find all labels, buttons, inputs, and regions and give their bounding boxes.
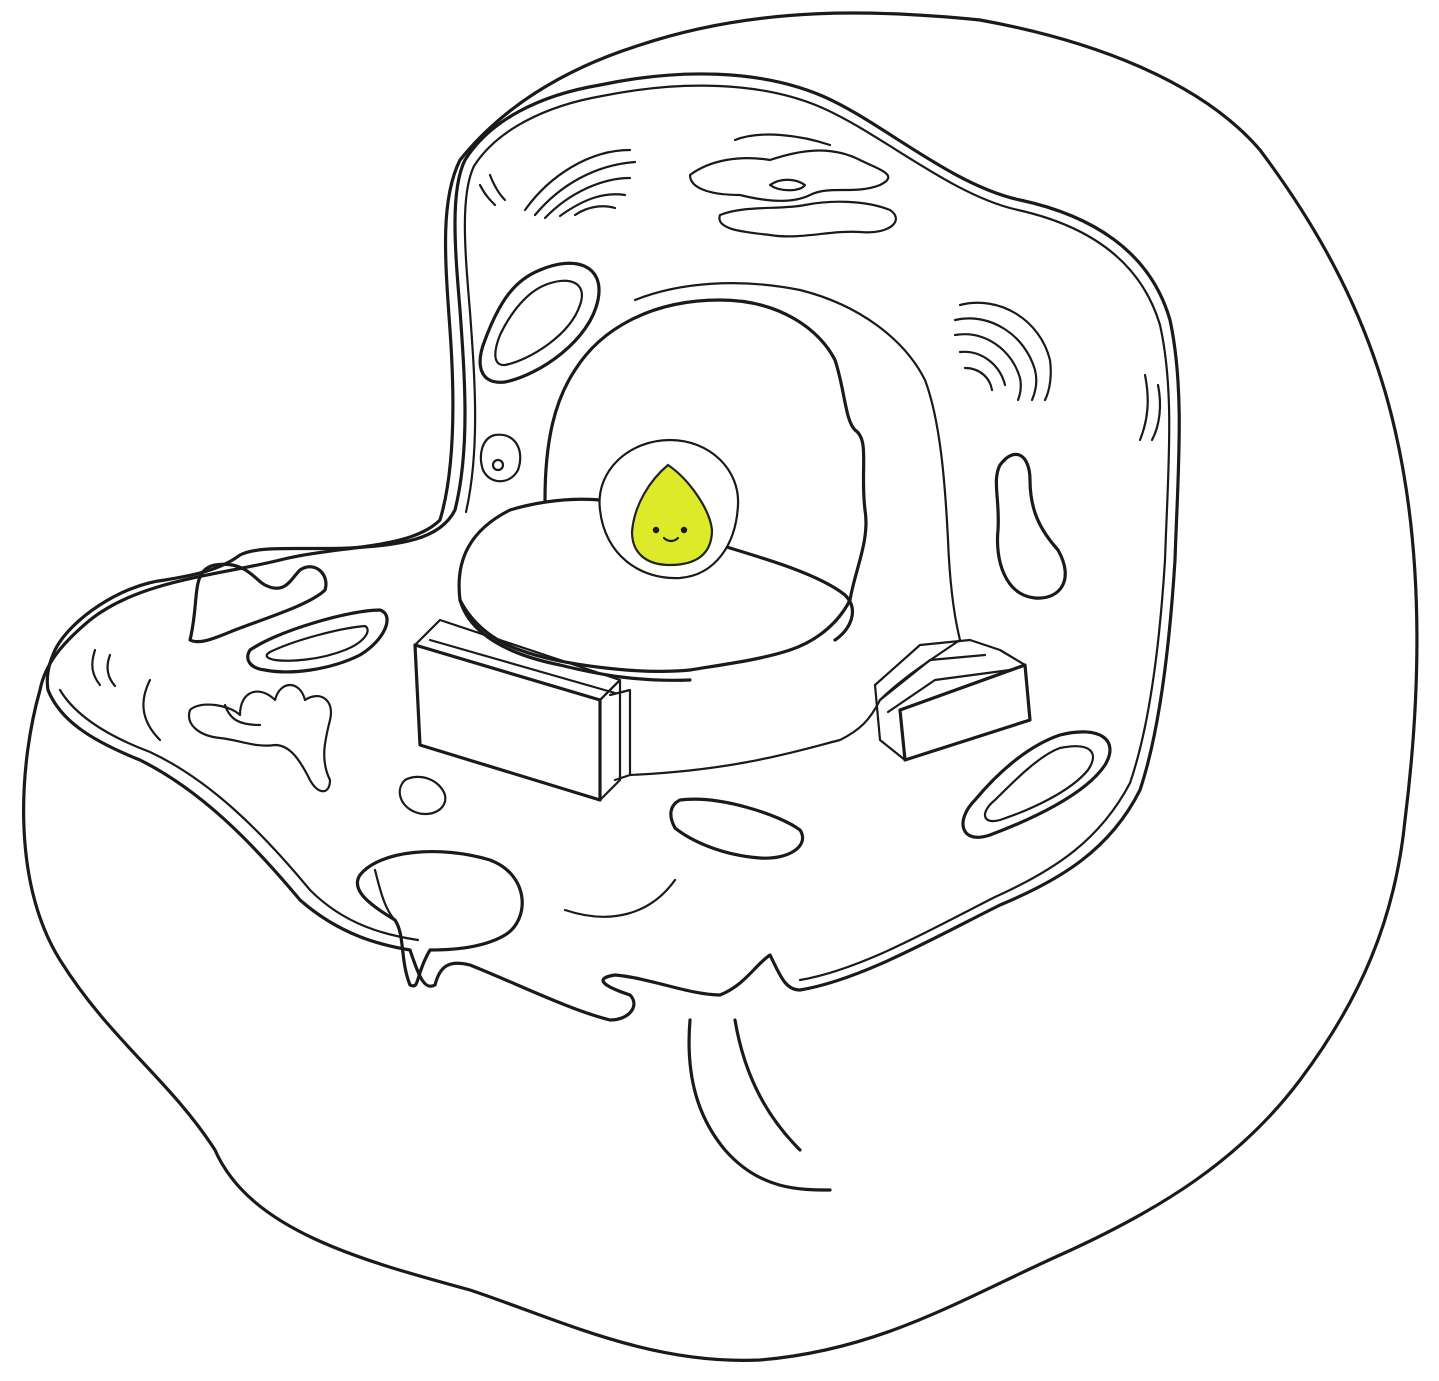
mitochondrion-right-icon xyxy=(996,454,1065,598)
vesicle-icon xyxy=(481,435,520,482)
nucleolus-eye-right-icon xyxy=(681,527,687,533)
mitochondrion-left-icon xyxy=(248,610,387,672)
nucleus-icon xyxy=(459,283,960,775)
cytoplasm-curve xyxy=(565,880,675,917)
rough-er-block-left-icon xyxy=(415,620,630,800)
vacuole-icon xyxy=(357,852,522,986)
nucleolus-eye-left-icon xyxy=(653,527,659,533)
golgi-apparatus-icon xyxy=(480,150,635,218)
mitochondrion-icon xyxy=(480,263,599,382)
vesicle-bottom-icon xyxy=(400,777,446,814)
rough-er-block-right-icon xyxy=(875,640,1030,760)
membrane-fold-bottom xyxy=(689,1020,830,1190)
mitochondrion-bottom-icon xyxy=(671,799,803,858)
golgi-right-icon xyxy=(955,303,1160,440)
rough-endoplasmic-reticulum-icon xyxy=(690,135,896,237)
mitochondrion-lower-right-icon xyxy=(963,732,1110,837)
